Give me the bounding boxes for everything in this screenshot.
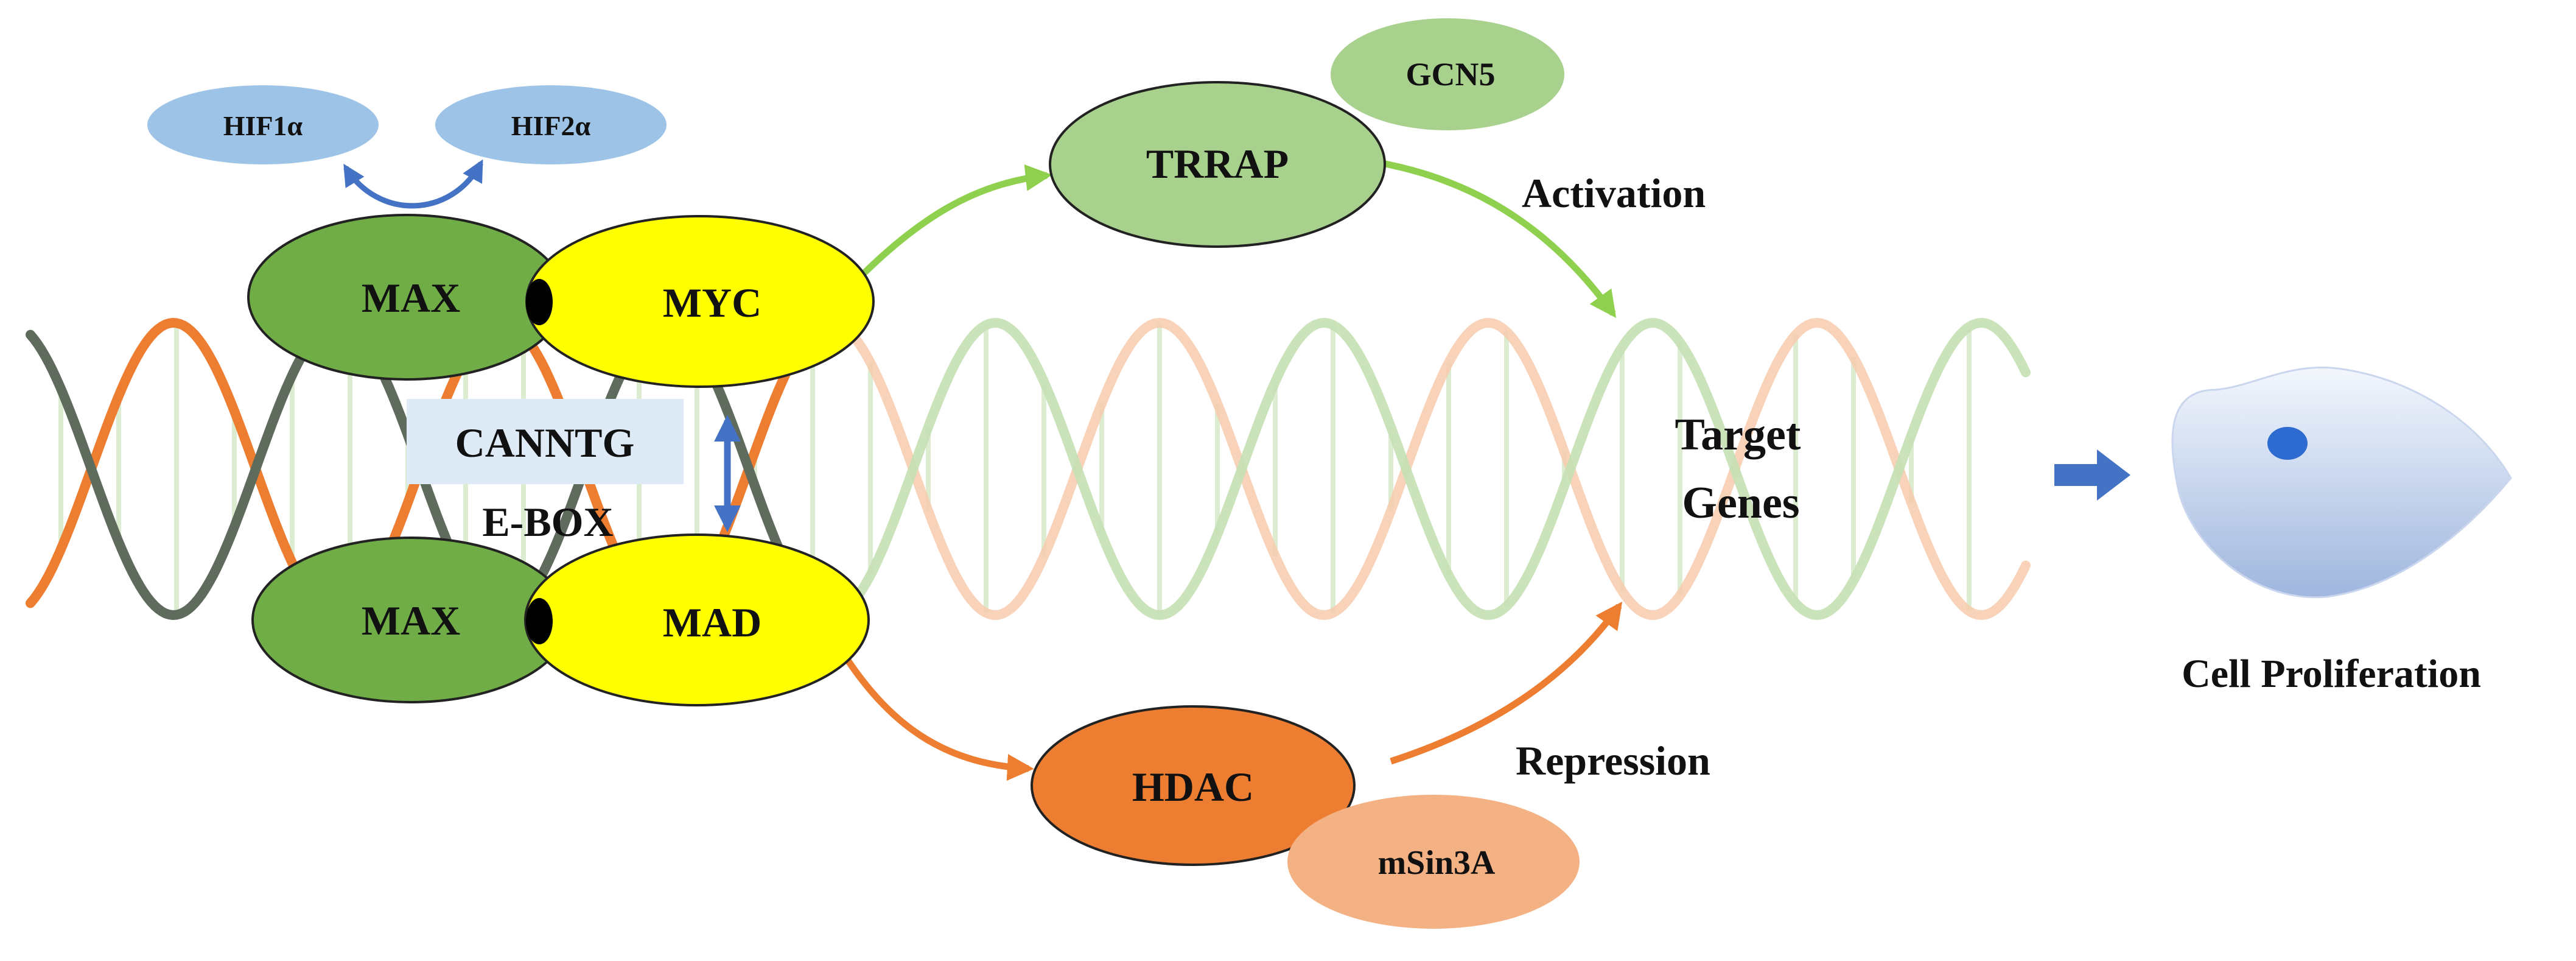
hif-exchange-arrow [343, 159, 483, 209]
target-genes-line2: Genes [1682, 478, 1799, 528]
dimer-junction-dot [526, 279, 553, 325]
ebox-label: E-BOX [482, 499, 613, 545]
hif2a-label: HIF2α [511, 110, 591, 141]
msin3a-label: mSin3A [1378, 844, 1496, 882]
hdac-node: HDAC [1031, 705, 1356, 866]
hif1a-node: HIF1α [147, 85, 379, 164]
repression-arrow [1390, 601, 1623, 765]
dimer-junction-dot-bottom [526, 598, 553, 644]
myc-label: MYC [663, 280, 761, 326]
cell-proliferation-label: Cell Proliferation [2182, 652, 2481, 696]
cell-shape [2171, 366, 2512, 599]
hif2a-node: HIF2α [435, 85, 667, 164]
activation-label: Activation [1522, 170, 1706, 216]
max-bottom-label: MAX [362, 597, 460, 644]
trrap-node: TRRAP [1049, 81, 1386, 248]
cannntg-label: CANNTG [455, 420, 635, 466]
max-mad-complex: MAX MAD [251, 533, 870, 706]
repression-label: Repression [1516, 737, 1710, 784]
trrap-label: TRRAP [1146, 141, 1289, 187]
proliferation-arrow [2054, 449, 2130, 501]
max-top-label: MAX [362, 275, 460, 321]
gcn5-label: GCN5 [1406, 56, 1496, 93]
target-genes-line1: Target [1675, 410, 1801, 460]
gcn5-node: GCN5 [1331, 18, 1564, 130]
mad-to-hdac-arrow [843, 655, 1034, 781]
cell-nucleus [2267, 427, 2308, 460]
cannntg-box: CANNTG [407, 399, 684, 484]
hif1a-label: HIF1α [223, 110, 303, 141]
mad-label: MAD [663, 599, 761, 646]
myc-to-trrap-arrow [861, 164, 1052, 276]
msin3a-node: mSin3A [1287, 795, 1580, 929]
dna-strand-b-faint [786, 317, 2031, 621]
hdac-label: HDAC [1132, 764, 1254, 810]
mad-node [524, 533, 870, 706]
max-myc-complex: MAX MYC [247, 214, 875, 388]
activation-arrow [1381, 160, 1617, 319]
